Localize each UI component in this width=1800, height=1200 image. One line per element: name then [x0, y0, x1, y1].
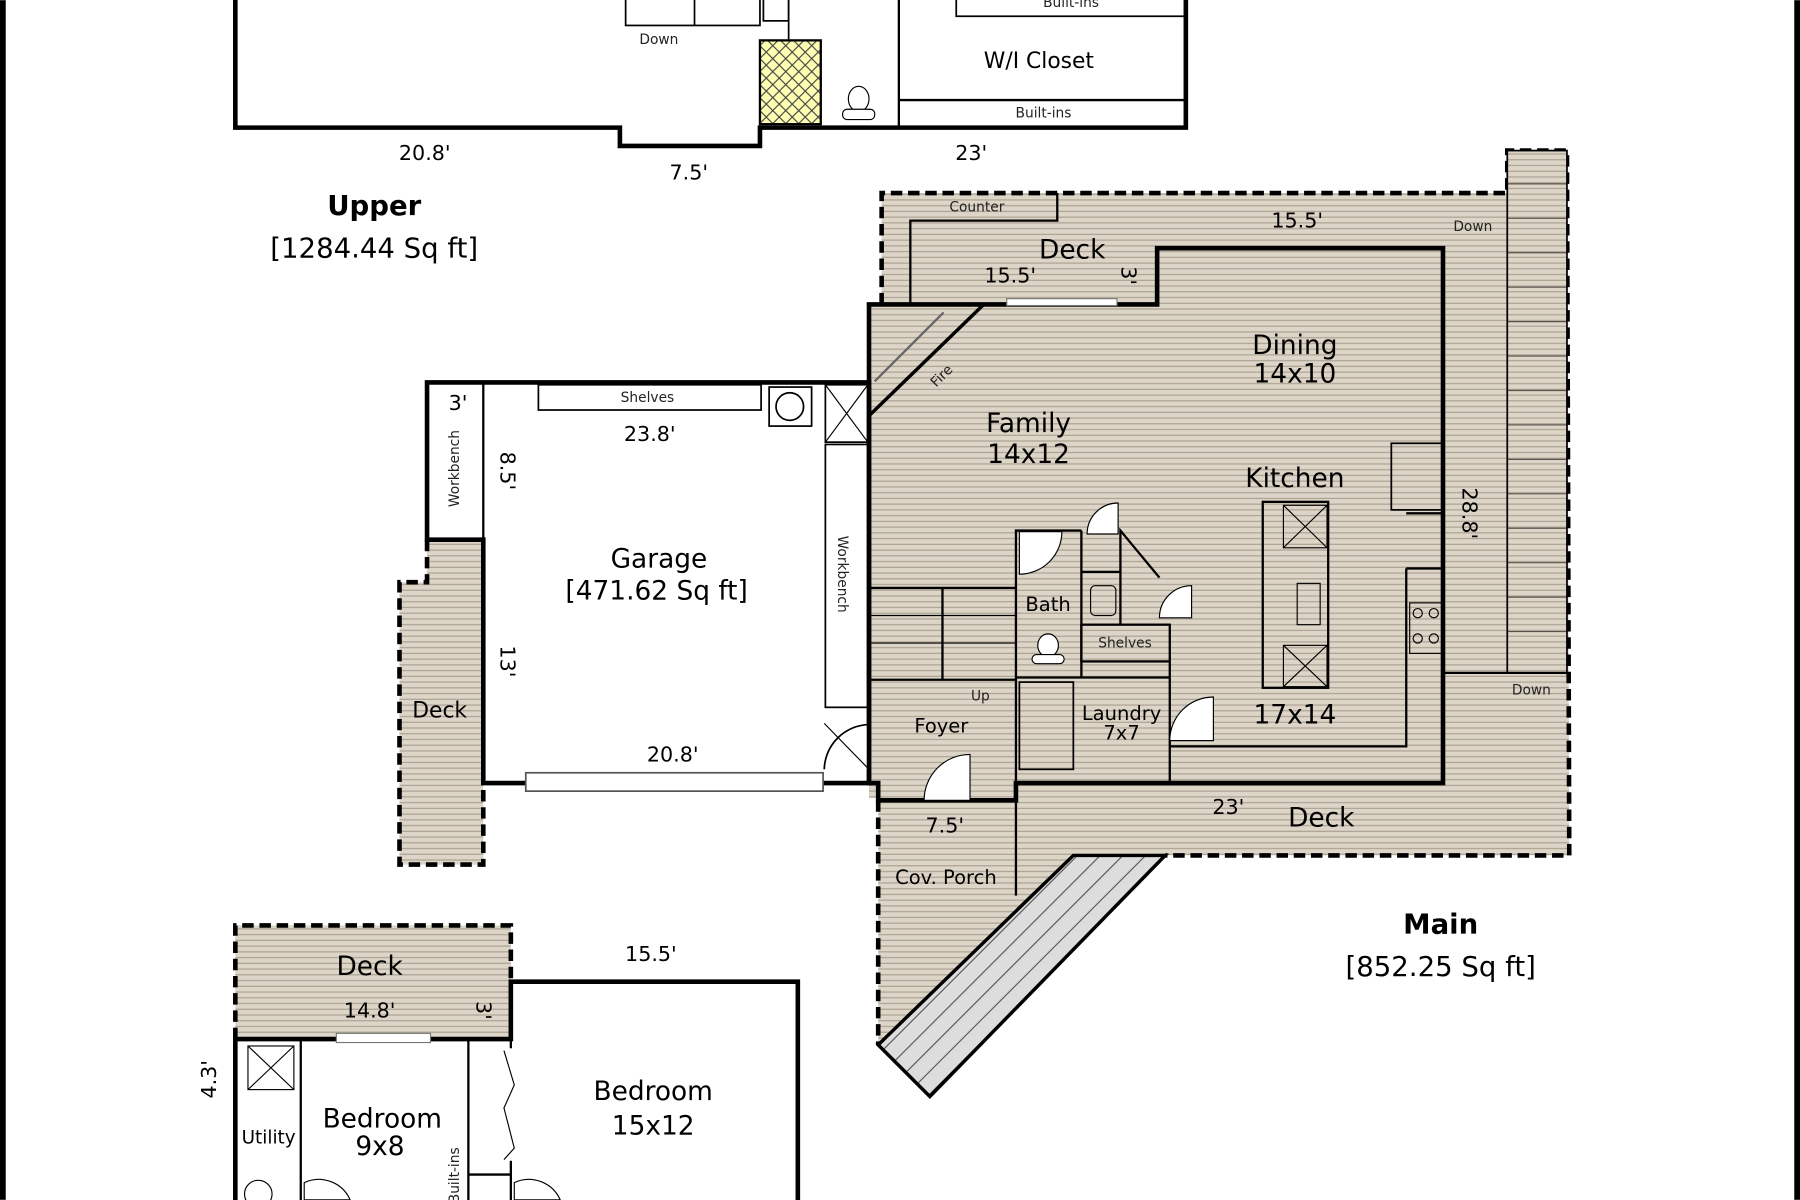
garage-deck-label: Deck	[412, 699, 467, 724]
workbench-left-label: Workbench	[447, 430, 463, 507]
workbench-right-label: Workbench	[834, 536, 850, 613]
dimension: 3'	[449, 391, 468, 415]
bath-label: Bath	[1025, 593, 1070, 616]
left-border	[0, 0, 6, 1200]
shelves-label: Shelves	[1098, 636, 1152, 652]
dimension: 15.5'	[625, 942, 677, 966]
door-icon	[303, 1178, 561, 1200]
garage-label: Garage	[611, 543, 708, 574]
dining-label: Dining	[1252, 330, 1337, 361]
floor-area-main: [852.25 Sq ft]	[1345, 951, 1535, 983]
bedroom-small-label: Bedroom	[323, 1103, 442, 1134]
bedroom-small-size: 9x8	[355, 1131, 404, 1162]
stairs-down	[624, 0, 761, 27]
stairs-down-label: Down	[1512, 683, 1551, 699]
exterior-stairs	[875, 853, 1170, 1099]
builtins-bottom-label: Built-ins	[1016, 105, 1072, 121]
floor-title-main: Main	[1403, 908, 1478, 940]
bath-sink-icon	[1089, 585, 1117, 617]
toilet-icon	[1031, 633, 1065, 665]
garage-door	[524, 771, 824, 792]
walk-in-closet-label: W/I Closet	[984, 49, 1095, 74]
dimension: 20.8'	[399, 141, 451, 165]
utility-label: Utility	[242, 1128, 296, 1149]
bedroom-large-size: 15x12	[612, 1110, 695, 1141]
dining-size: 14x10	[1254, 358, 1337, 389]
counter-label: Counter	[949, 199, 1004, 215]
range-icon	[1409, 602, 1443, 654]
fireplace	[867, 303, 985, 417]
deck-bottom-label: Deck	[1288, 803, 1355, 834]
covered-porch-label: Cov. Porch	[895, 866, 997, 889]
lower-floor: Deck 14.8' 3' 15.5' 4.3' Utility Bedroom…	[197, 923, 801, 1200]
lower-deck-label: Deck	[336, 951, 403, 982]
shower	[758, 39, 822, 126]
stairs-down-label: Down	[639, 32, 678, 48]
main-floor: Counter 15.5' Down Deck 15.5' 3' Fire Di…	[866, 199, 1551, 983]
kitchen-size: 17x14	[1254, 699, 1337, 730]
dimension: 3'	[471, 1001, 495, 1020]
dimension: 14.8'	[344, 998, 396, 1022]
water-heater-icon	[243, 1179, 273, 1200]
utility-sink-icon	[768, 386, 813, 427]
dimension: 7.5'	[926, 813, 965, 837]
family-label: Family	[986, 408, 1071, 439]
garage-area: [471.62 Sq ft]	[565, 575, 747, 606]
dimension: 28.8'	[1458, 487, 1482, 539]
stairs-up-label: Up	[971, 688, 990, 704]
builtins-top-label: Built-ins	[1043, 0, 1099, 11]
garage: Shelves 3' Workbench Workbench 23.8' 8.5…	[412, 380, 872, 792]
dimension: 15.5'	[984, 264, 1036, 288]
deck-top-label: Deck	[1039, 234, 1106, 265]
main-deck	[869, 148, 1572, 1099]
garage-shelves-label: Shelves	[621, 390, 675, 406]
dimension: 15.5'	[1271, 208, 1323, 232]
dimension: 20.8'	[647, 742, 699, 766]
foyer-label: Foyer	[914, 715, 969, 738]
toilet-icon	[842, 85, 876, 121]
sliding-door	[1006, 298, 1118, 307]
upper-floor: Down Built-ins W/I Closet Built-ins 20.8…	[233, 0, 1189, 264]
dimension: 23'	[955, 141, 987, 165]
dimension: 13'	[496, 645, 520, 677]
dimension: 8.5'	[496, 452, 520, 491]
laundry-label: Laundry	[1082, 702, 1161, 725]
garage-deck	[397, 539, 486, 867]
door-icon	[923, 502, 1214, 801]
door-icon	[823, 723, 870, 770]
right-border	[1794, 0, 1800, 1200]
sink-icon	[1296, 582, 1321, 626]
dimension: 23'	[1212, 795, 1244, 819]
builtins-label: Built-ins	[447, 1147, 463, 1200]
dimension: 4.3'	[197, 1060, 221, 1099]
stairs-down-label: Down	[1453, 219, 1492, 235]
dimension: 23.8'	[624, 422, 676, 446]
dimension: 3'	[1117, 266, 1141, 285]
bedroom-large-label: Bedroom	[594, 1076, 713, 1107]
kitchen-label: Kitchen	[1245, 463, 1344, 494]
floor-area-upper: [1284.44 Sq ft]	[270, 232, 478, 264]
floor-title-upper: Upper	[327, 190, 421, 222]
island-cabinets	[1282, 504, 1328, 688]
family-size: 14x12	[987, 439, 1070, 470]
dimension: 7.5'	[670, 160, 709, 184]
cabinet-icon	[247, 1045, 295, 1091]
sliding-door	[335, 1032, 432, 1044]
laundry-size: 7x7	[1103, 721, 1139, 744]
